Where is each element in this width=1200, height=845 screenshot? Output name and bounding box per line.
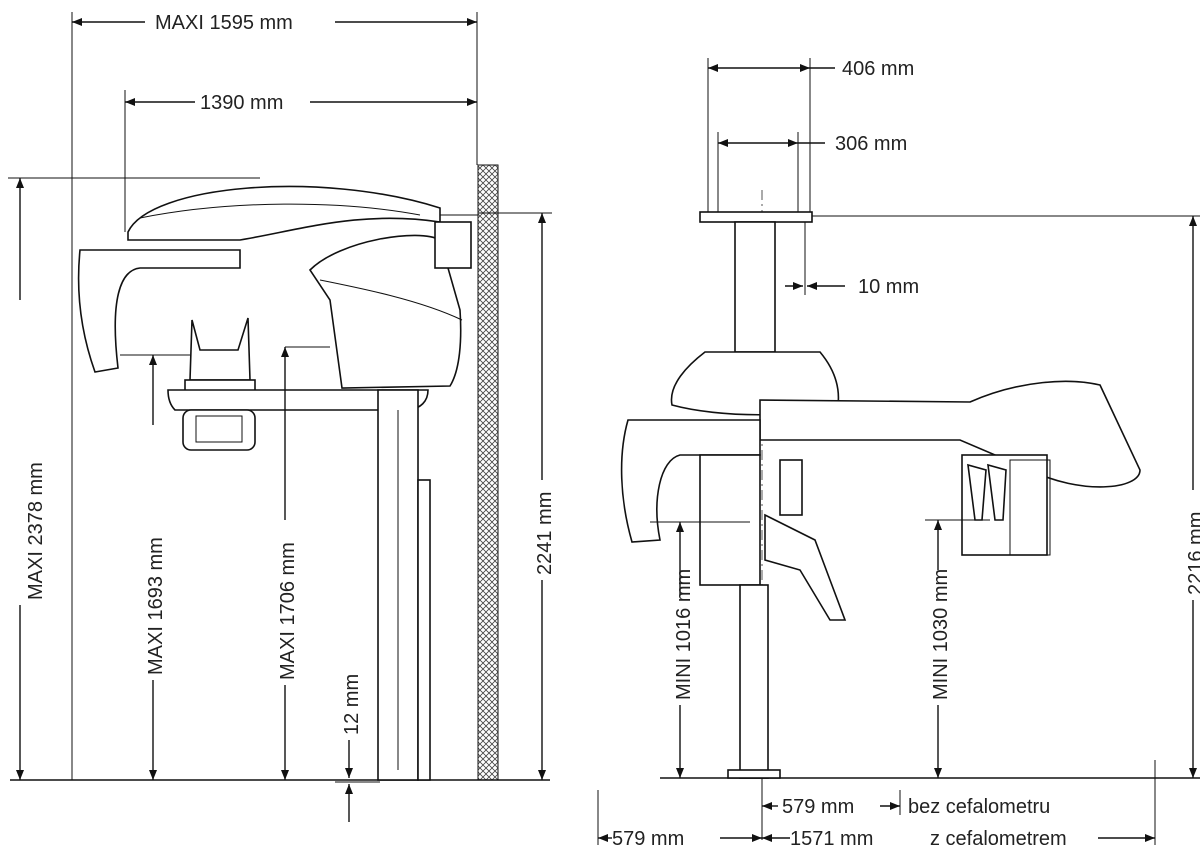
side-view: MAXI 1595 mm 1390 mm MAXI 2378 mm MAXI 1… bbox=[8, 12, 556, 822]
wall bbox=[477, 164, 499, 781]
dim-1390: 1390 mm bbox=[124, 90, 477, 232]
dim-579-b-label: 579 mm bbox=[612, 828, 684, 845]
dim-mini-1016-label: MINI 1016 mm bbox=[673, 569, 695, 700]
dim-1390-label: 1390 mm bbox=[200, 92, 283, 114]
dim-12-label: 12 mm bbox=[341, 674, 363, 735]
without-ceph-label: bez cefalometru bbox=[908, 796, 1050, 818]
dim-maxi-1693-label: MAXI 1693 mm bbox=[145, 537, 167, 675]
dim-maxi-1595-label: MAXI 1595 mm bbox=[155, 12, 293, 34]
dim-10: 10 mm bbox=[785, 222, 919, 298]
dim-maxi-2378: MAXI 2378 mm bbox=[8, 177, 260, 780]
dim-maxi-1706-label: MAXI 1706 mm bbox=[277, 542, 299, 680]
dim-maxi-2378-label: MAXI 2378 mm bbox=[25, 462, 47, 600]
dim-mini-1030: MINI 1030 mm bbox=[925, 519, 990, 778]
front-unit-outline bbox=[620, 211, 1141, 779]
dim-406: 406 mm bbox=[707, 58, 914, 212]
dim-maxi-1706: MAXI 1706 mm bbox=[277, 346, 330, 780]
dim-306: 306 mm bbox=[717, 132, 907, 212]
dim-maxi-1595: MAXI 1595 mm bbox=[71, 12, 478, 780]
dim-12: 12 mm bbox=[335, 674, 380, 822]
side-unit-outline bbox=[77, 185, 478, 781]
dim-mini-1016: MINI 1016 mm bbox=[650, 521, 750, 778]
dim-1571-label: 1571 mm bbox=[790, 828, 873, 845]
dim-306-label: 306 mm bbox=[835, 133, 907, 155]
dim-2216: 2216 mm bbox=[812, 215, 1200, 778]
dim-579-without-ceph: 579 mm bez cefalometru bbox=[761, 778, 1050, 840]
dim-2241: 2241 mm bbox=[478, 212, 556, 780]
dim-579-a-label: 579 mm bbox=[782, 796, 854, 818]
dim-2241-label: 2241 mm bbox=[534, 492, 556, 575]
front-view: 406 mm 306 mm 10 mm MINI 1016 mm bbox=[597, 58, 1200, 845]
dim-406-label: 406 mm bbox=[842, 58, 914, 80]
dim-mini-1030-label: MINI 1030 mm bbox=[930, 569, 952, 700]
dim-2216-label: 2216 mm bbox=[1185, 512, 1200, 595]
dim-1571-with-ceph: 579 mm 1571 mm z cefalometrem bbox=[597, 760, 1156, 845]
dim-maxi-1693: MAXI 1693 mm bbox=[120, 354, 190, 780]
with-ceph-label: z cefalometrem bbox=[930, 828, 1067, 845]
dim-10-label: 10 mm bbox=[858, 276, 919, 298]
